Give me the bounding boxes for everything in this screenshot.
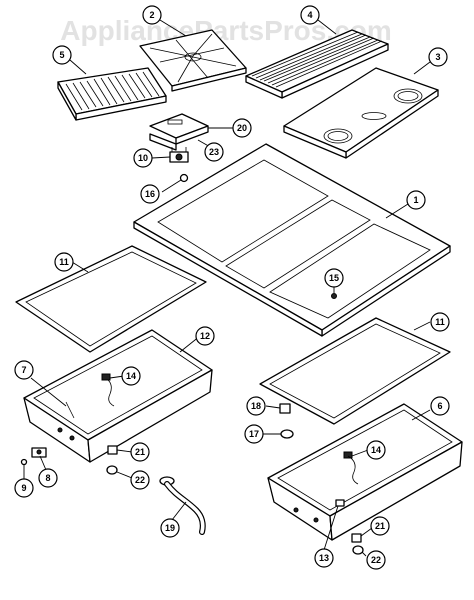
callout-label: 22: [135, 475, 145, 485]
callout-label: 11: [59, 257, 69, 267]
part-fitting-left: [107, 445, 118, 455]
callout-label: 12: [200, 331, 210, 341]
callout-label: 21: [135, 447, 145, 457]
callout-label: 6: [437, 401, 442, 411]
callout-label: 14: [371, 445, 381, 455]
callout-14-right: 14: [366, 440, 386, 460]
callout-6: 6: [430, 396, 450, 416]
callout-label: 19: [165, 523, 175, 533]
part-nut-right: [352, 545, 364, 555]
part-mounting-bracket: [31, 447, 47, 458]
callout-23: 23: [204, 142, 224, 162]
part-grommet: [279, 403, 291, 414]
callout-label: 5: [59, 50, 64, 60]
callout-11-left: 11: [54, 252, 74, 272]
callout-11-right: 11: [430, 312, 450, 332]
part-cooktop-frame: [133, 143, 451, 337]
callout-label: 23: [209, 147, 219, 157]
callout-22-right: 22: [366, 550, 386, 570]
callout-label: 3: [435, 52, 440, 62]
callout-1: 1: [406, 190, 426, 210]
part-gasket-left: [15, 245, 207, 353]
callout-2: 2: [142, 5, 162, 25]
callout-16: 16: [140, 184, 160, 204]
callout-17: 17: [244, 424, 264, 444]
callout-label: 17: [249, 429, 259, 439]
callout-10: 10: [133, 148, 153, 168]
part-gasket-right: [259, 317, 451, 425]
callout-label: 2: [149, 10, 154, 20]
callout-13: 13: [314, 548, 334, 568]
callout-3: 3: [428, 47, 448, 67]
callout-label: 7: [21, 365, 26, 375]
callout-label: 9: [21, 483, 26, 493]
callout-label: 15: [329, 273, 339, 283]
callout-18: 18: [246, 396, 266, 416]
callout-label: 1: [413, 195, 418, 205]
callout-9: 9: [14, 478, 34, 498]
callout-label: 14: [126, 371, 136, 381]
callout-label: 21: [375, 521, 385, 531]
callout-22-left: 22: [130, 470, 150, 490]
callout-label: 10: [138, 153, 148, 163]
callout-label: 16: [145, 189, 155, 199]
callout-7: 7: [14, 360, 34, 380]
part-bracket: [149, 113, 209, 151]
callout-label: 4: [307, 10, 312, 20]
callout-14-left: 14: [121, 366, 141, 386]
part-o-ring: [280, 429, 294, 439]
callout-5: 5: [52, 45, 72, 65]
part-long-grill-grate: [245, 29, 389, 99]
part-nut: [179, 173, 189, 183]
callout-4: 4: [300, 5, 320, 25]
callout-20: 20: [232, 118, 252, 138]
leader-lines: [23, 19, 431, 557]
part-nut-left: [106, 465, 118, 475]
callout-label: 18: [251, 401, 261, 411]
part-cover-plate: [283, 67, 439, 159]
part-pan-left: [23, 329, 213, 463]
callout-21-right: 21: [370, 516, 390, 536]
callout-label: 20: [237, 123, 247, 133]
callout-15: 15: [324, 268, 344, 288]
callout-label: 13: [319, 553, 329, 563]
callout-8: 8: [38, 468, 58, 488]
callout-label: 8: [45, 473, 50, 483]
part-drain-hose: [159, 476, 206, 535]
callout-19: 19: [160, 518, 180, 538]
callout-label: 22: [371, 555, 381, 565]
part-burner-grate: [139, 29, 247, 92]
callout-label: 11: [435, 317, 445, 327]
callout-21-left: 21: [130, 442, 150, 462]
part-screw: [20, 458, 28, 466]
part-grill-grate: [57, 67, 167, 121]
part-fitting-right: [351, 533, 362, 543]
part-valve: [169, 147, 189, 163]
callout-12: 12: [195, 326, 215, 346]
part-pan-right: [267, 403, 463, 541]
